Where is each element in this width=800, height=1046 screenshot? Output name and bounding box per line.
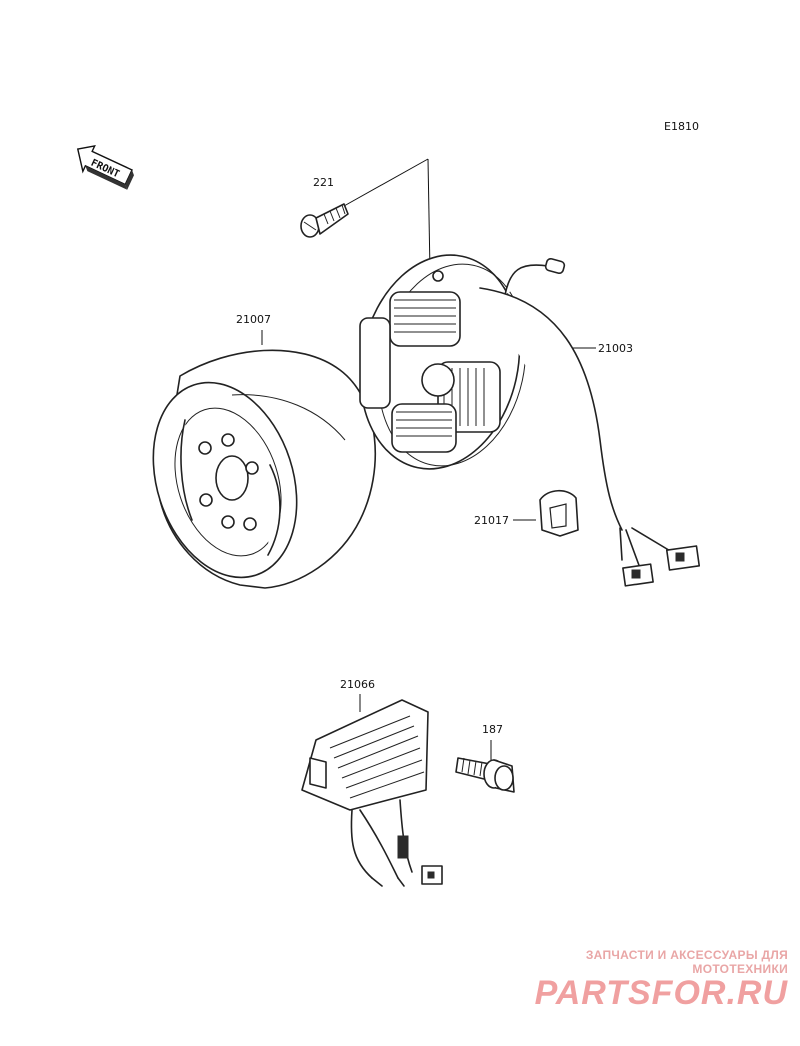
- part-label-21007: 21007: [236, 313, 271, 326]
- part-label-187: 187: [482, 723, 503, 736]
- watermark-brand: PARTSFOR.RU: [534, 974, 788, 1012]
- flywheel-rotor-21007: [152, 349, 377, 589]
- front-arrow-icon: FRONT: [76, 144, 134, 190]
- part-label-21066: 21066: [340, 678, 375, 691]
- leader-line-221b: [427, 158, 431, 273]
- watermark: ЗАПЧАСТИ И АКСЕССУАРЫ ДЛЯ МОТОТЕХНИКИ PA…: [488, 948, 788, 1013]
- stator-21003: [359, 254, 701, 587]
- bolt-187: [455, 757, 515, 793]
- regulator-rectifier-21066: [301, 699, 443, 887]
- part-label-21017: 21017: [474, 514, 509, 527]
- part-label-221: 221: [313, 176, 334, 189]
- screw-221: [300, 203, 349, 238]
- watermark-subtitle: ЗАПЧАСТИ И АКСЕССУАРЫ ДЛЯ МОТОТЕХНИКИ: [585, 948, 788, 976]
- leader-line-221: [343, 158, 429, 207]
- diagram-code: E1810: [664, 120, 699, 133]
- part-label-21003: 21003: [598, 342, 633, 355]
- grommet-21017: [539, 489, 579, 537]
